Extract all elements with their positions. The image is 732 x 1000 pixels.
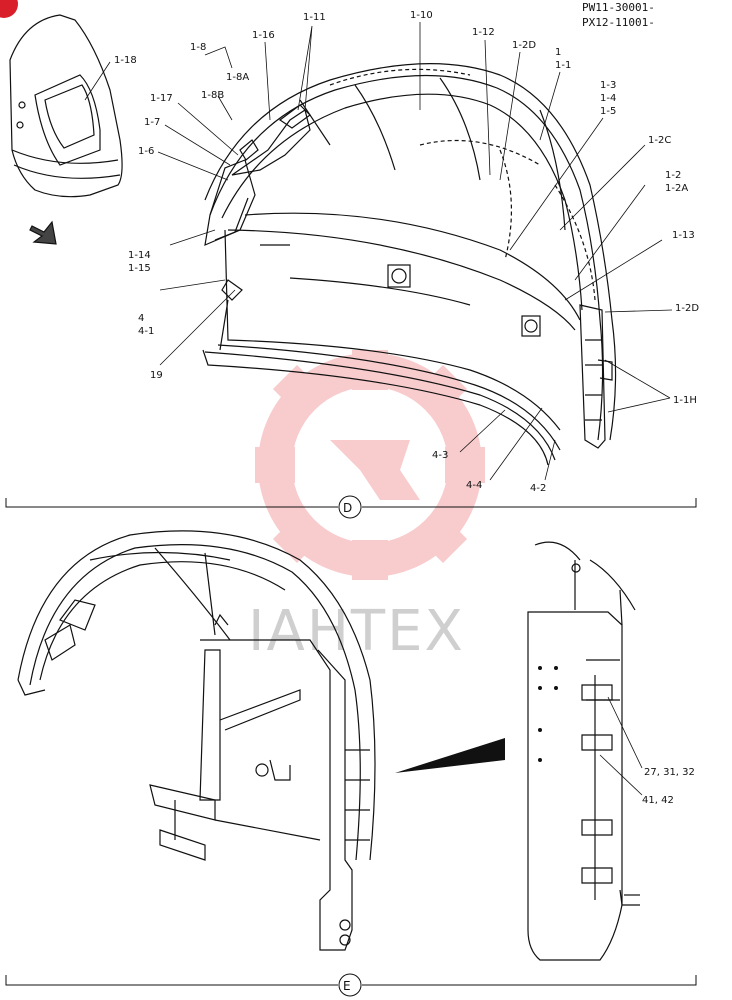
label-1-2D-top: 1-2D	[512, 40, 536, 51]
watermark-gear	[255, 350, 485, 580]
label-1: 1	[555, 47, 561, 58]
view-ref-e: E	[343, 979, 351, 993]
serial-line-1: PW11-30001-	[582, 1, 655, 14]
label-1-15: 1-15	[128, 263, 151, 274]
corner-badge	[0, 0, 18, 18]
label-4-1: 4-1	[138, 326, 154, 337]
detail-holes	[538, 666, 558, 762]
label-1-14: 1-14	[128, 250, 151, 261]
detail-pointer	[395, 738, 505, 773]
label-1-4: 1-4	[600, 93, 616, 104]
label-19: 19	[150, 370, 163, 381]
label-1-2D-right: 1-2D	[675, 303, 699, 314]
detail-leaders	[599, 696, 643, 796]
watermark-text: IAHTEX	[248, 599, 465, 664]
serial-line-2: PX12-11001-	[582, 16, 655, 29]
section-divider-e	[5, 973, 697, 997]
label-1-13: 1-13	[672, 230, 695, 241]
section-divider-d	[5, 495, 697, 519]
lower-view-drawing	[17, 530, 376, 951]
label-1-18: 1-18	[114, 55, 137, 66]
label-1-8A: 1-8A	[226, 72, 249, 83]
label-1-3: 1-3	[600, 80, 616, 91]
label-1-17: 1-17	[150, 93, 173, 104]
view-ref-d: D	[343, 501, 352, 515]
label-1-8: 1-8	[190, 42, 206, 53]
label-1-16: 1-16	[252, 30, 275, 41]
detail-panel-drawing	[527, 541, 640, 961]
label-1-5: 1-5	[600, 106, 616, 117]
label-1-1H: 1-1H	[673, 395, 697, 406]
label-1-2: 1-2	[665, 170, 681, 181]
label-1-2C: 1-2C	[648, 135, 671, 146]
label-1-6: 1-6	[138, 146, 154, 157]
label-4-4: 4-4	[466, 480, 482, 491]
label-1-1: 1-1	[555, 60, 571, 71]
label-1-10: 1-10	[410, 10, 433, 21]
label-27-31-32: 27, 31, 32	[644, 767, 695, 778]
label-41-42: 41, 42	[642, 795, 674, 806]
label-1-12: 1-12	[472, 27, 495, 38]
upper-leaders	[84, 22, 673, 481]
label-4-2: 4-2	[530, 483, 546, 494]
upper-labels: 1-18 1-8 1-8A 1-8B 1-11 1-16 1-10 1-12 1…	[114, 10, 699, 494]
label-1-2A: 1-2A	[665, 183, 688, 194]
label-1-8B: 1-8B	[201, 90, 224, 101]
label-4-3: 4-3	[432, 450, 448, 461]
label-4: 4	[138, 313, 144, 324]
label-1-7: 1-7	[144, 117, 160, 128]
label-1-11: 1-11	[303, 12, 326, 23]
